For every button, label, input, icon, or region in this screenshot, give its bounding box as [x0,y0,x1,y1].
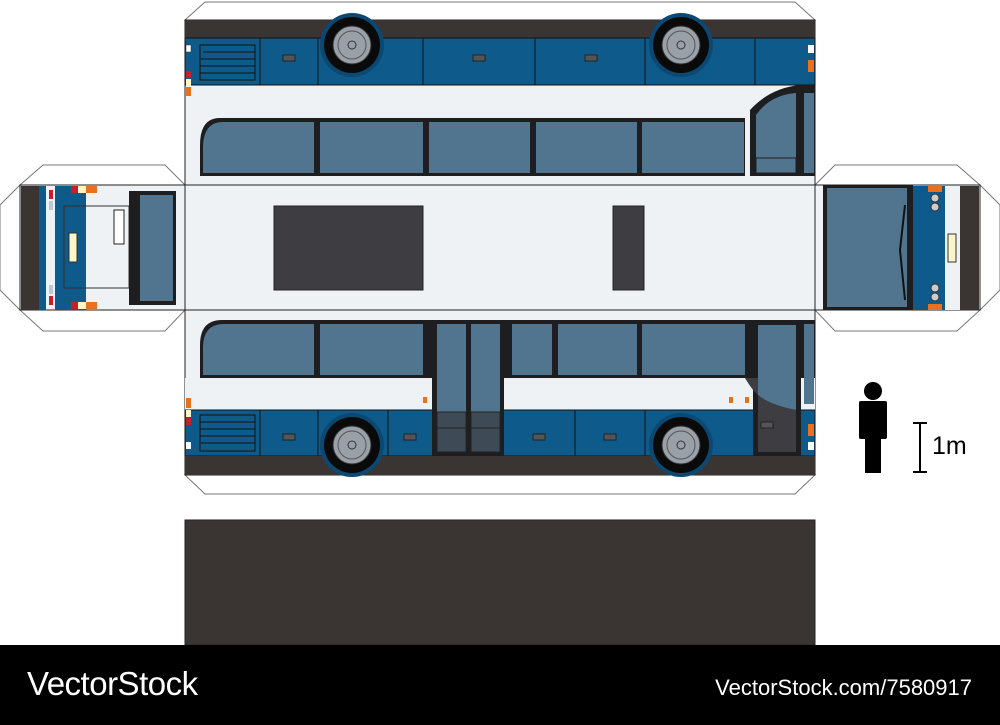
roof-vent [612,205,645,291]
rear-top-flap [18,164,187,186]
one-meter-scale-bar [913,422,927,473]
bottom-glue-flap [183,474,817,495]
paper-bus-model-sheet [0,1,1000,645]
window [536,122,637,173]
roof-hatch [273,205,424,291]
wiper-icon [898,204,906,301]
bus-roof [184,184,816,311]
front-bottom-flap [813,309,982,332]
scale-label: 1m [932,432,967,460]
window [203,324,314,375]
vectorstock-logo: VectorStock [27,665,198,702]
rear-left-flap [0,183,21,312]
person-scale-icon [859,382,887,473]
window [642,122,744,173]
watermark-footer: VectorStock VectorStock.com/7580917 [0,645,1000,725]
bus-front [814,184,981,311]
window [512,324,552,375]
rear-bottom-flap [18,309,187,332]
wheel-icon [652,416,710,474]
window [429,122,530,173]
wheel-icon [323,16,381,74]
window [320,324,423,375]
window [642,324,745,375]
image-url: VectorStock.com/7580917 [715,675,972,700]
wheel-icon [652,16,710,74]
engine-grille [199,414,256,452]
bus-rear [19,184,186,311]
bus-side-lower [184,309,816,477]
license-plate [68,232,78,263]
license-plate [947,233,957,263]
bus-base [184,519,816,645]
window [203,122,314,173]
wheel-icon [323,416,381,474]
window [558,324,637,375]
engine-grille [199,44,256,81]
front-top-flap [813,164,982,186]
bus-side-upper [184,13,816,186]
window [320,122,423,173]
door [756,93,796,173]
front-right-flap [979,183,1000,312]
top-glue-flap [183,1,817,21]
